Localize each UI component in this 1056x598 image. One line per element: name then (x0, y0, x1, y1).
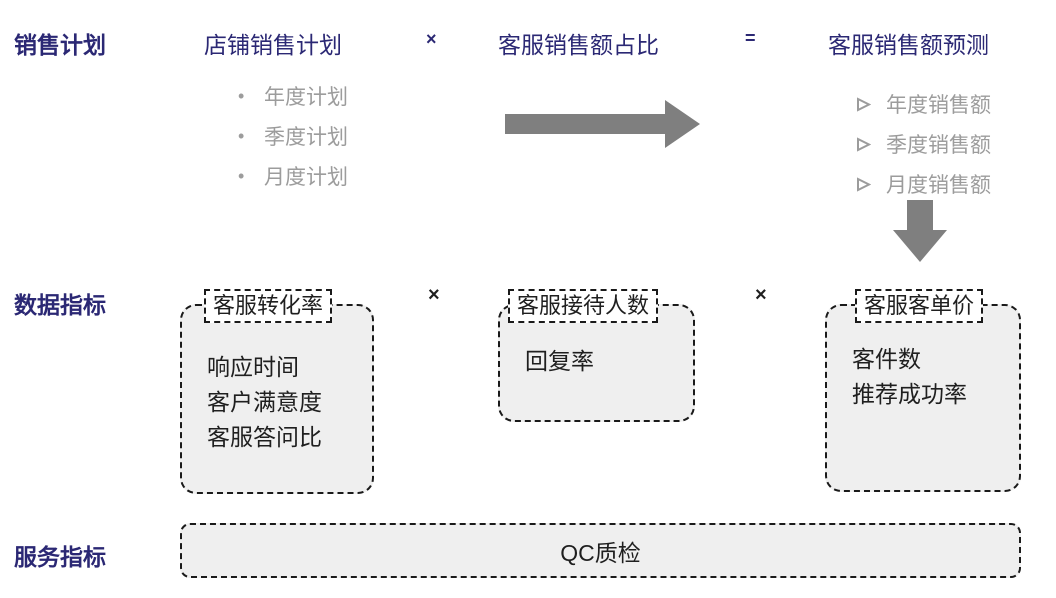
arrowhead-bullet-icon (856, 136, 886, 152)
bullet-label: 月度销售额 (886, 174, 991, 197)
multiply-operator-data-2: × (755, 284, 767, 306)
kpi-box-title: 客服转化率 (204, 289, 333, 323)
list-item: • 月度计划 (238, 156, 348, 196)
term-cs-sales-share: 客服销售额占比 (498, 32, 659, 58)
arrowhead-bullet-icon (856, 96, 886, 112)
qc-box-label: QC质检 (560, 539, 641, 566)
row-label-service-indicators: 服务指标 (14, 544, 106, 570)
list-item: 季度销售额 (856, 124, 991, 164)
kpi-item: 客户满意度 (207, 389, 322, 415)
bullet-label: 月度计划 (264, 166, 348, 189)
forecast-bullet-list: 年度销售额 季度销售额 月度销售额 (856, 84, 991, 204)
kpi-box-title: 客服接待人数 (508, 289, 659, 323)
term-cs-sales-forecast: 客服销售额预测 (828, 32, 989, 58)
kpi-item: 响应时间 (207, 354, 299, 380)
kpi-item-list: 响应时间 客户满意度 客服答问比 (207, 350, 322, 455)
bullet-label: 年度计划 (264, 86, 348, 109)
bullet-label: 年度销售额 (886, 94, 991, 117)
bullet-label: 季度销售额 (886, 134, 991, 157)
list-item: • 季度计划 (238, 116, 348, 156)
right-arrow-icon (505, 100, 700, 148)
kpi-box-title: 客服客单价 (855, 289, 984, 323)
row-label-sales-plan: 销售计划 (14, 32, 106, 58)
arrowhead-bullet-icon (856, 176, 886, 192)
term-store-sales-plan: 店铺销售计划 (204, 32, 342, 58)
store-plan-bullet-list: • 年度计划 • 季度计划 • 月度计划 (238, 76, 348, 196)
kpi-item: 客件数 (852, 346, 921, 372)
service-qc-box: QC质检 (180, 523, 1021, 578)
multiply-operator-data-1: × (428, 284, 440, 306)
kpi-box-price-per-customer: 客服客单价 客件数 推荐成功率 (825, 289, 1021, 492)
kpi-item-list: 客件数 推荐成功率 (852, 342, 967, 412)
list-item: • 年度计划 (238, 76, 348, 116)
kpi-item-list: 回复率 (525, 344, 594, 379)
dot-bullet-icon: • (238, 85, 245, 106)
list-item: 年度销售额 (856, 84, 991, 124)
dot-bullet-icon: • (238, 125, 245, 146)
dot-bullet-icon: • (238, 165, 245, 186)
list-item: 月度销售额 (856, 164, 991, 204)
down-arrow-icon (893, 200, 947, 262)
kpi-item: 客服答问比 (207, 424, 322, 450)
kpi-box-reception-count: 客服接待人数 回复率 (498, 289, 695, 422)
kpi-item: 推荐成功率 (852, 381, 967, 407)
bullet-label: 季度计划 (264, 126, 348, 149)
kpi-box-conversion-rate: 客服转化率 响应时间 客户满意度 客服答问比 (180, 289, 374, 494)
row-label-data-indicators: 数据指标 (14, 292, 106, 318)
kpi-item: 回复率 (525, 348, 594, 374)
multiply-operator-plan: × (426, 29, 437, 49)
equals-operator: = (745, 28, 756, 48)
